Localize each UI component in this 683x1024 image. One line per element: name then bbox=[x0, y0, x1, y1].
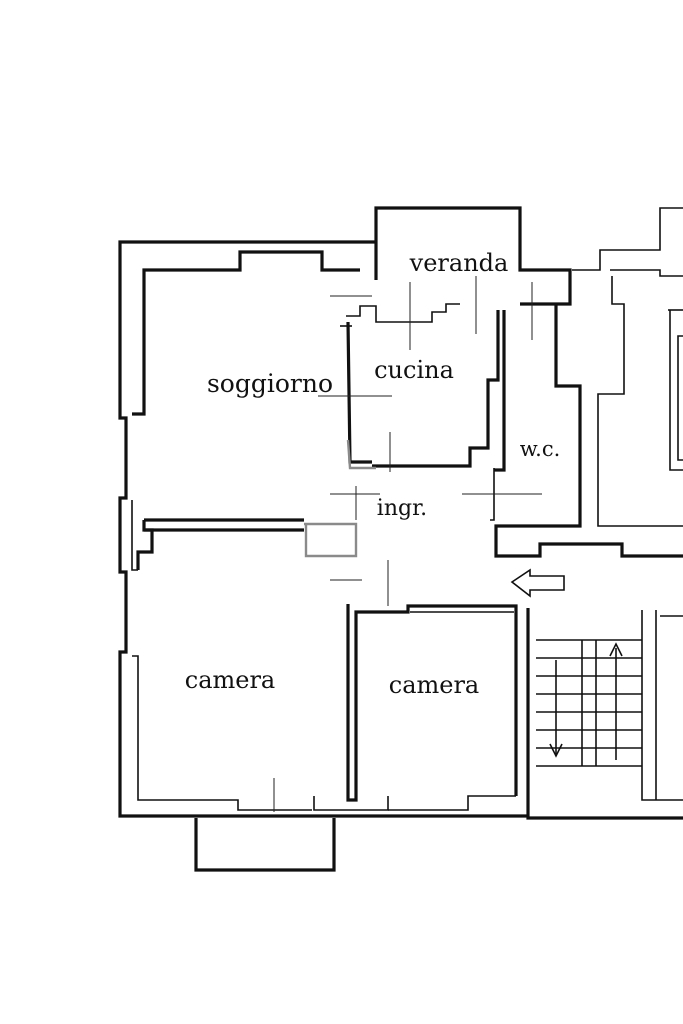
door-markers bbox=[273, 276, 542, 812]
room-label-soggiorno: soggiorno bbox=[207, 369, 333, 398]
exterior-walls bbox=[118, 206, 572, 872]
room-label-wc: w.c. bbox=[520, 437, 561, 461]
room-label-veranda: veranda bbox=[409, 249, 509, 277]
room-label-cucina: cucina bbox=[374, 356, 454, 384]
room-label-camera-right: camera bbox=[389, 671, 480, 699]
staircase bbox=[536, 639, 642, 767]
room-label-ingresso: ingr. bbox=[377, 496, 427, 521]
interior-walls bbox=[136, 207, 683, 820]
room-label-camera-left: camera bbox=[185, 666, 276, 694]
entrance-arrow-icon bbox=[510, 568, 565, 598]
